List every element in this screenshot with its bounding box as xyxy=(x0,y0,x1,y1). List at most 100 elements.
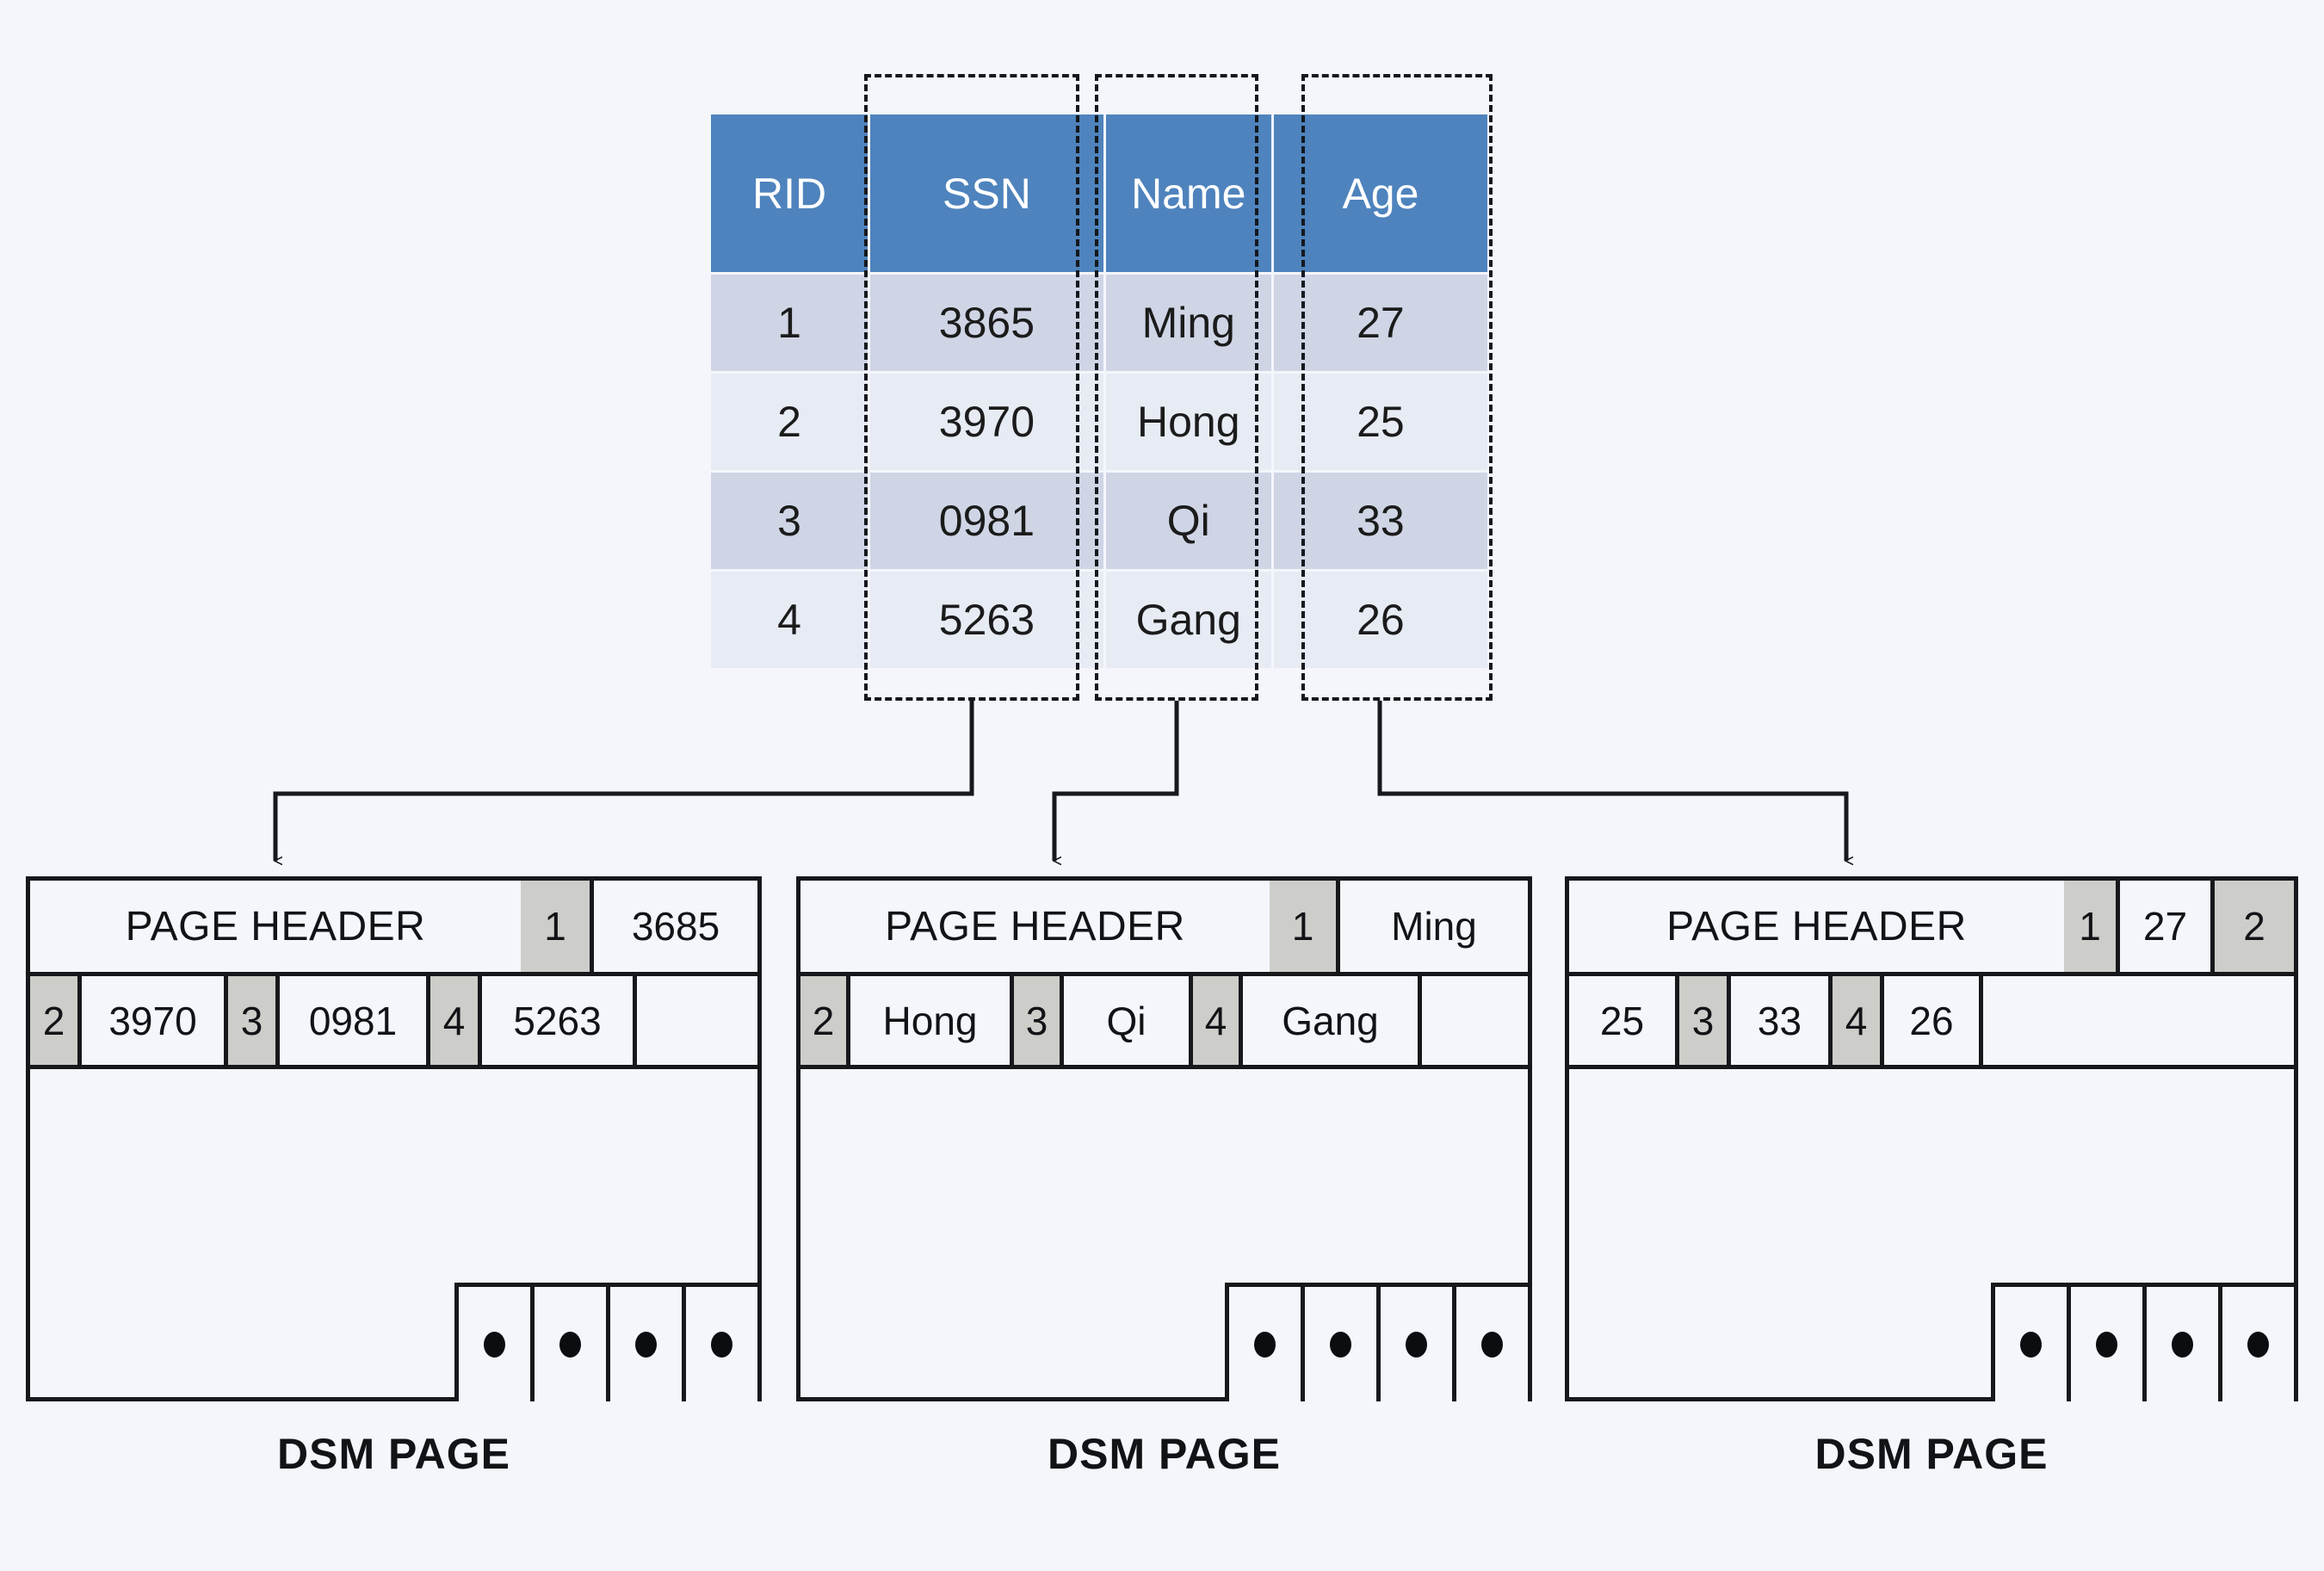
cell-age: 26 xyxy=(1273,572,1487,668)
slot-pointer-dot-icon xyxy=(484,1331,505,1358)
record-value-cell: 25 xyxy=(1569,976,1679,1065)
slot-id-cell: 1 xyxy=(2064,881,2120,972)
slot-pointer-dot-icon xyxy=(2020,1331,2042,1358)
record-value-cell: 26 xyxy=(1884,976,1983,1065)
dsm-page-caption: DSM PAGE xyxy=(277,1430,510,1478)
slot-pointer-dot-icon xyxy=(1254,1331,1276,1358)
record-value-cell: 27 xyxy=(2120,881,2215,972)
slot-pointer-array xyxy=(454,1283,757,1401)
slot-id-cell: 2 xyxy=(30,976,82,1065)
cell-age: 25 xyxy=(1273,374,1487,470)
slot-pointer-dot-icon xyxy=(559,1331,581,1358)
record-value-cell: Hong xyxy=(850,976,1014,1065)
relation-table: RID SSN Name Age 1 3865 Ming 27 2 3970 H… xyxy=(708,112,1490,671)
page-record-row: 25 3 33 4 26 xyxy=(1569,976,2294,1069)
slot-pointer-cell xyxy=(1991,1283,2067,1401)
slot-pointer-cell xyxy=(1225,1283,1301,1401)
slot-pointer-cell xyxy=(682,1283,757,1401)
cell-rid: 3 xyxy=(711,473,868,569)
table-row: 3 0981 Qi 33 xyxy=(711,473,1487,569)
page-record-row: 2 3970 3 0981 4 5263 xyxy=(30,976,757,1069)
table-row: 1 3865 Ming 27 xyxy=(711,275,1487,371)
dsm-page-age: PAGE HEADER 1 27 2 25 3 33 4 26 xyxy=(1565,876,2298,1401)
table-row: 4 5263 Gang 26 xyxy=(711,572,1487,668)
column-header-name: Name xyxy=(1105,114,1271,272)
free-space-cell xyxy=(1983,976,2294,1065)
record-value-cell: 5263 xyxy=(482,976,637,1065)
column-header-rid: RID xyxy=(711,114,868,272)
cell-ssn: 5263 xyxy=(870,572,1103,668)
dsm-page-caption: DSM PAGE xyxy=(1814,1430,2049,1478)
cell-ssn: 3970 xyxy=(870,374,1103,470)
cell-name: Qi xyxy=(1105,473,1271,569)
slot-pointer-array xyxy=(1225,1283,1528,1401)
free-space-cell xyxy=(637,976,757,1065)
page-header-label: PAGE HEADER xyxy=(30,881,521,972)
slot-pointer-dot-icon xyxy=(2172,1331,2193,1358)
slot-pointer-dot-icon xyxy=(635,1331,657,1358)
page-header-row: PAGE HEADER 1 Ming xyxy=(800,881,1528,976)
cell-rid: 1 xyxy=(711,275,868,371)
slot-pointer-cell xyxy=(454,1283,530,1401)
record-value-cell: Qi xyxy=(1064,976,1193,1065)
connector-name-to-page-2 xyxy=(1052,701,1179,861)
page-header-row: PAGE HEADER 1 3685 xyxy=(30,881,757,976)
slot-id-cell: 4 xyxy=(1833,976,1884,1065)
free-space-cell xyxy=(1422,976,1528,1065)
record-value-cell: 0981 xyxy=(280,976,430,1065)
cell-age: 33 xyxy=(1273,473,1487,569)
cell-rid: 2 xyxy=(711,374,868,470)
slot-pointer-cell xyxy=(2142,1283,2218,1401)
page-free-space xyxy=(800,1069,1528,1401)
slot-pointer-dot-icon xyxy=(2096,1331,2117,1358)
record-value-cell: Gang xyxy=(1243,976,1422,1065)
slot-id-cell: 2 xyxy=(2215,881,2294,972)
slot-pointer-dot-icon xyxy=(1330,1331,1351,1358)
page-record-row: 2 Hong 3 Qi 4 Gang xyxy=(800,976,1528,1069)
cell-name: Hong xyxy=(1105,374,1271,470)
cell-ssn: 0981 xyxy=(870,473,1103,569)
slot-pointer-dot-icon xyxy=(2247,1331,2269,1358)
record-value-cell: 33 xyxy=(1731,976,1833,1065)
column-header-age: Age xyxy=(1273,114,1487,272)
slot-id-cell: 3 xyxy=(1679,976,1731,1065)
page-header-label: PAGE HEADER xyxy=(1569,881,2064,972)
slot-pointer-cell xyxy=(1301,1283,1376,1401)
page-free-space xyxy=(1569,1069,2294,1401)
page-header-row: PAGE HEADER 1 27 2 xyxy=(1569,881,2294,976)
dsm-page-caption: DSM PAGE xyxy=(1048,1430,1281,1478)
page-header-label: PAGE HEADER xyxy=(800,881,1270,972)
slot-pointer-cell xyxy=(1376,1283,1452,1401)
table-header-row: RID SSN Name Age xyxy=(711,114,1487,272)
slot-pointer-cell xyxy=(1452,1283,1528,1401)
slot-pointer-dot-icon xyxy=(1481,1331,1503,1358)
slot-id-cell: 1 xyxy=(1270,881,1340,972)
slot-id-cell: 4 xyxy=(1193,976,1243,1065)
page-free-space xyxy=(30,1069,757,1401)
table-row: 2 3970 Hong 25 xyxy=(711,374,1487,470)
dsm-page-name: PAGE HEADER 1 Ming 2 Hong 3 Qi 4 Gang xyxy=(796,876,1532,1401)
slot-pointer-array xyxy=(1991,1283,2294,1401)
slot-id-cell: 2 xyxy=(800,976,850,1065)
cell-ssn: 3865 xyxy=(870,275,1103,371)
cell-name: Gang xyxy=(1105,572,1271,668)
slot-id-cell: 1 xyxy=(521,881,594,972)
column-header-ssn: SSN xyxy=(870,114,1103,272)
slot-id-cell: 3 xyxy=(1014,976,1064,1065)
record-value-cell: 3970 xyxy=(82,976,228,1065)
cell-name: Ming xyxy=(1105,275,1271,371)
slot-pointer-cell xyxy=(2218,1283,2294,1401)
connector-age-to-page-3 xyxy=(1377,701,1846,861)
cell-rid: 4 xyxy=(711,572,868,668)
record-value-cell: Ming xyxy=(1340,881,1528,972)
slot-pointer-cell xyxy=(530,1283,606,1401)
slot-id-cell: 4 xyxy=(430,976,482,1065)
slot-pointer-dot-icon xyxy=(1406,1331,1427,1358)
slot-pointer-cell xyxy=(2067,1283,2142,1401)
cell-age: 27 xyxy=(1273,275,1487,371)
record-value-cell: 3685 xyxy=(594,881,757,972)
dsm-page-ssn: PAGE HEADER 1 3685 2 3970 3 0981 4 5263 xyxy=(26,876,762,1401)
connector-ssn-to-page-1 xyxy=(273,701,974,861)
slot-pointer-dot-icon xyxy=(711,1331,732,1358)
slot-id-cell: 3 xyxy=(228,976,280,1065)
